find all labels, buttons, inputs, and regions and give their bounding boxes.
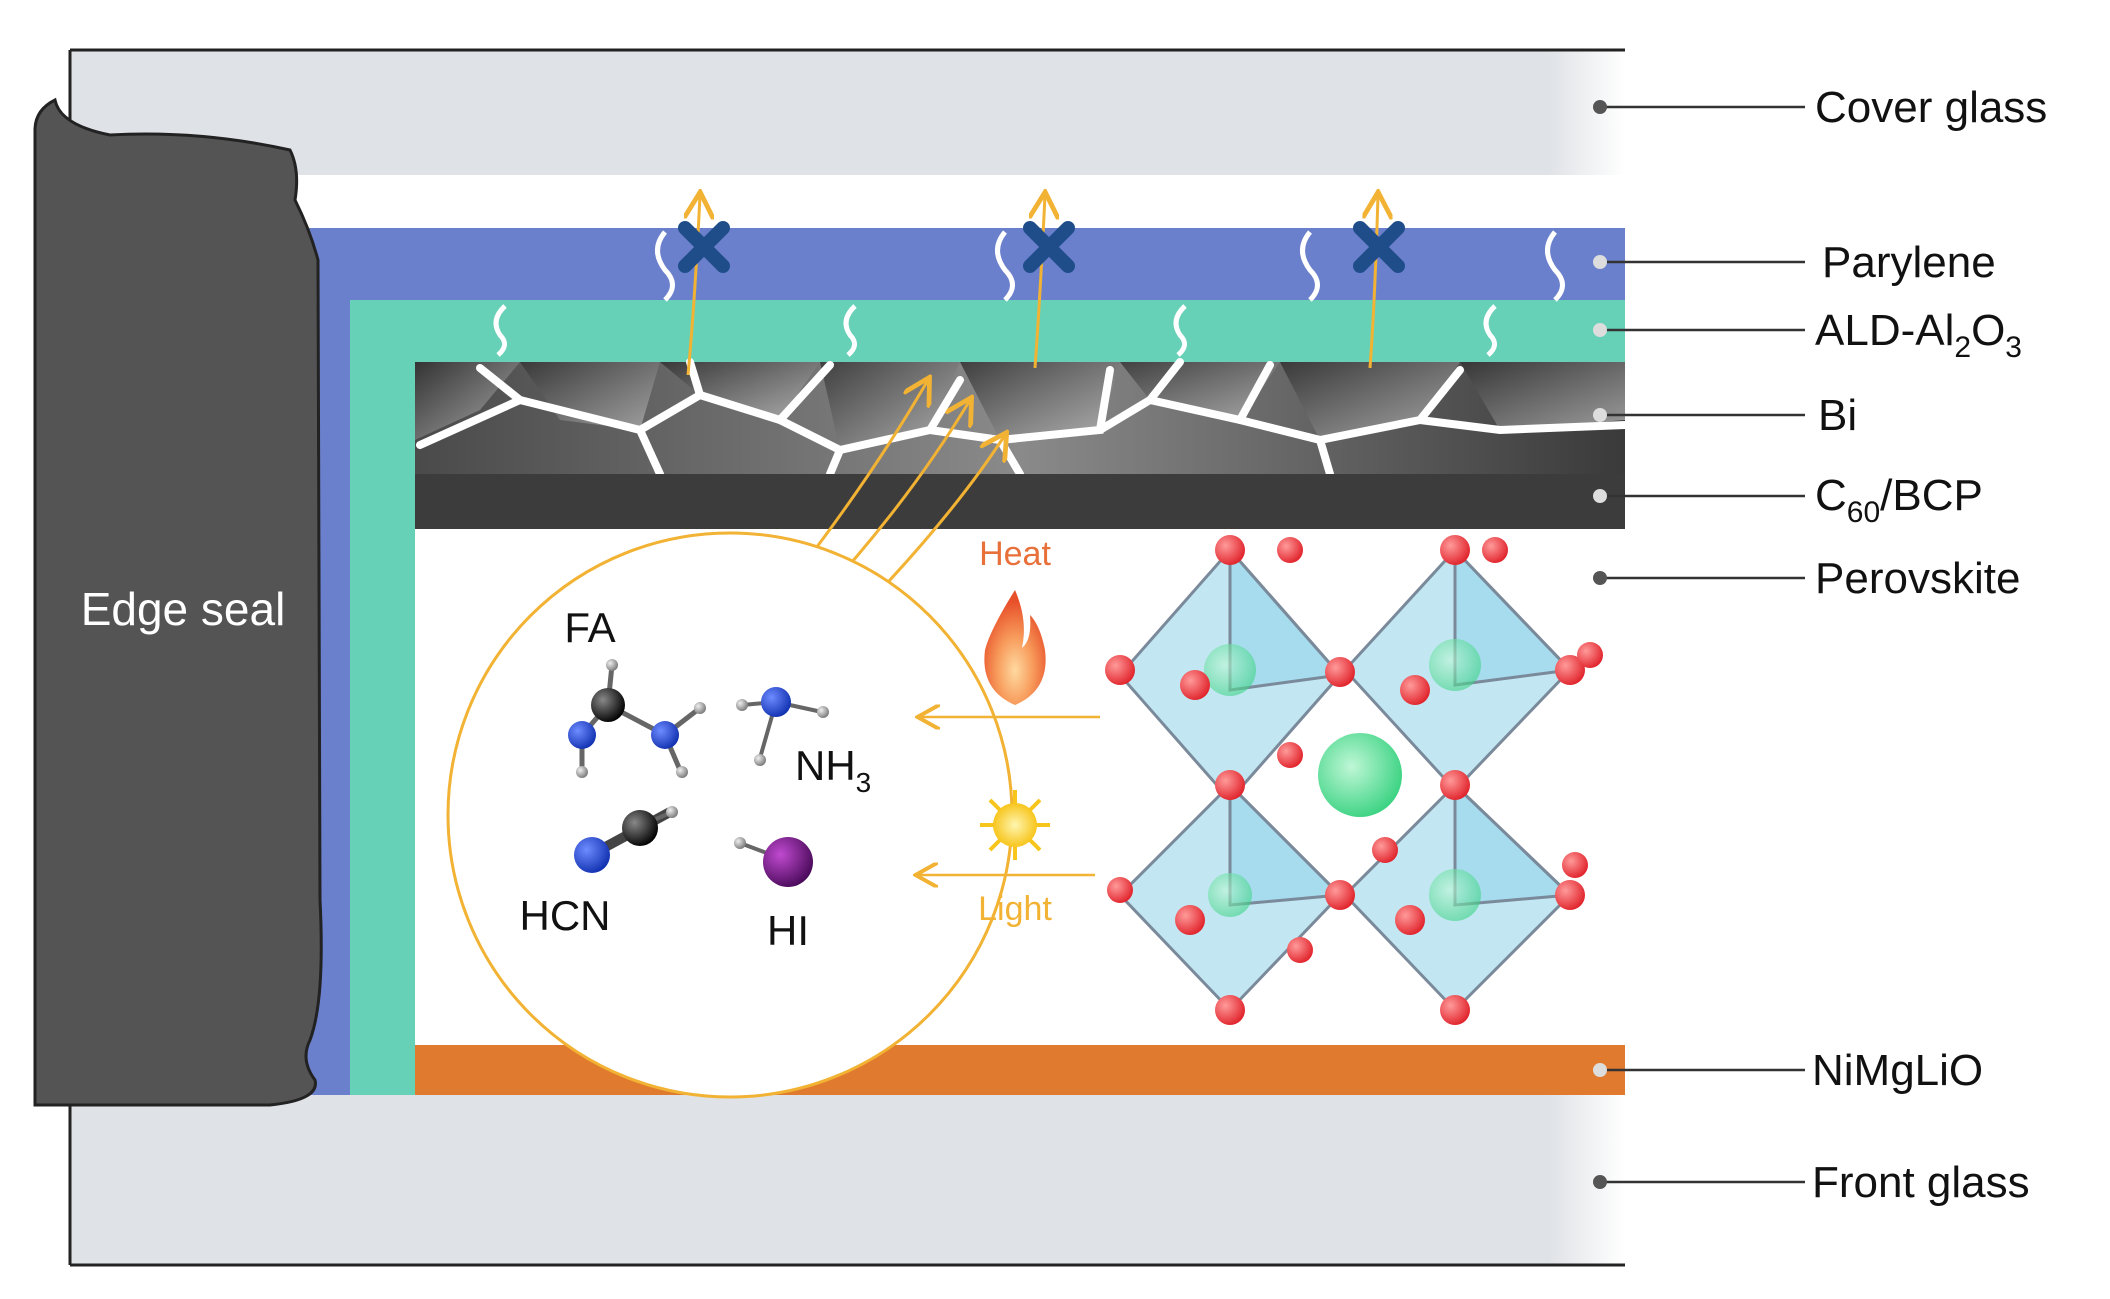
edge-seal-label: Edge seal	[81, 583, 286, 635]
cover-glass	[70, 50, 1625, 175]
c60-bcp-layer	[415, 474, 1625, 529]
front-glass	[70, 1095, 1625, 1265]
block-x-icon	[678, 221, 1405, 273]
light-label: Light	[978, 890, 1052, 928]
sun-icon	[980, 790, 1050, 860]
label-parylene: Parylene	[1822, 238, 1996, 287]
edge-seal	[33, 97, 323, 1107]
fa-label: FA	[564, 604, 615, 651]
label-c60-bcp: C60/BCP	[1815, 471, 1983, 529]
hi-label: HI	[767, 907, 809, 954]
molecule-circle	[446, 531, 1014, 1099]
nh3-label: NH3	[795, 742, 871, 798]
light-stimulus: Light	[918, 790, 1095, 928]
label-bi: Bi	[1818, 391, 1857, 440]
hi-molecule	[734, 837, 813, 887]
label-perovskite: Perovskite	[1815, 554, 2020, 603]
label-cover-glass: Cover glass	[1815, 83, 2047, 132]
perovskite-crystal	[1105, 535, 1603, 1025]
label-leaders	[1593, 100, 1805, 1189]
parylene-cracks	[655, 230, 1565, 302]
ald-cracks	[493, 304, 1497, 357]
nh3-molecule	[736, 687, 829, 766]
label-nimglio: NiMgLiO	[1812, 1046, 1983, 1095]
escape-arrows	[688, 195, 1378, 376]
hcn-molecule	[574, 806, 678, 873]
hcn-label: HCN	[520, 892, 611, 939]
bi-layer	[415, 358, 1629, 478]
heat-stimulus: Heat	[920, 535, 1100, 717]
flame-icon	[984, 590, 1046, 705]
fa-molecule	[568, 659, 706, 778]
heat-label: Heat	[979, 535, 1051, 573]
label-ald-al2o3: ALD-Al2O3	[1815, 306, 2022, 364]
label-front-glass: Front glass	[1812, 1158, 2030, 1207]
